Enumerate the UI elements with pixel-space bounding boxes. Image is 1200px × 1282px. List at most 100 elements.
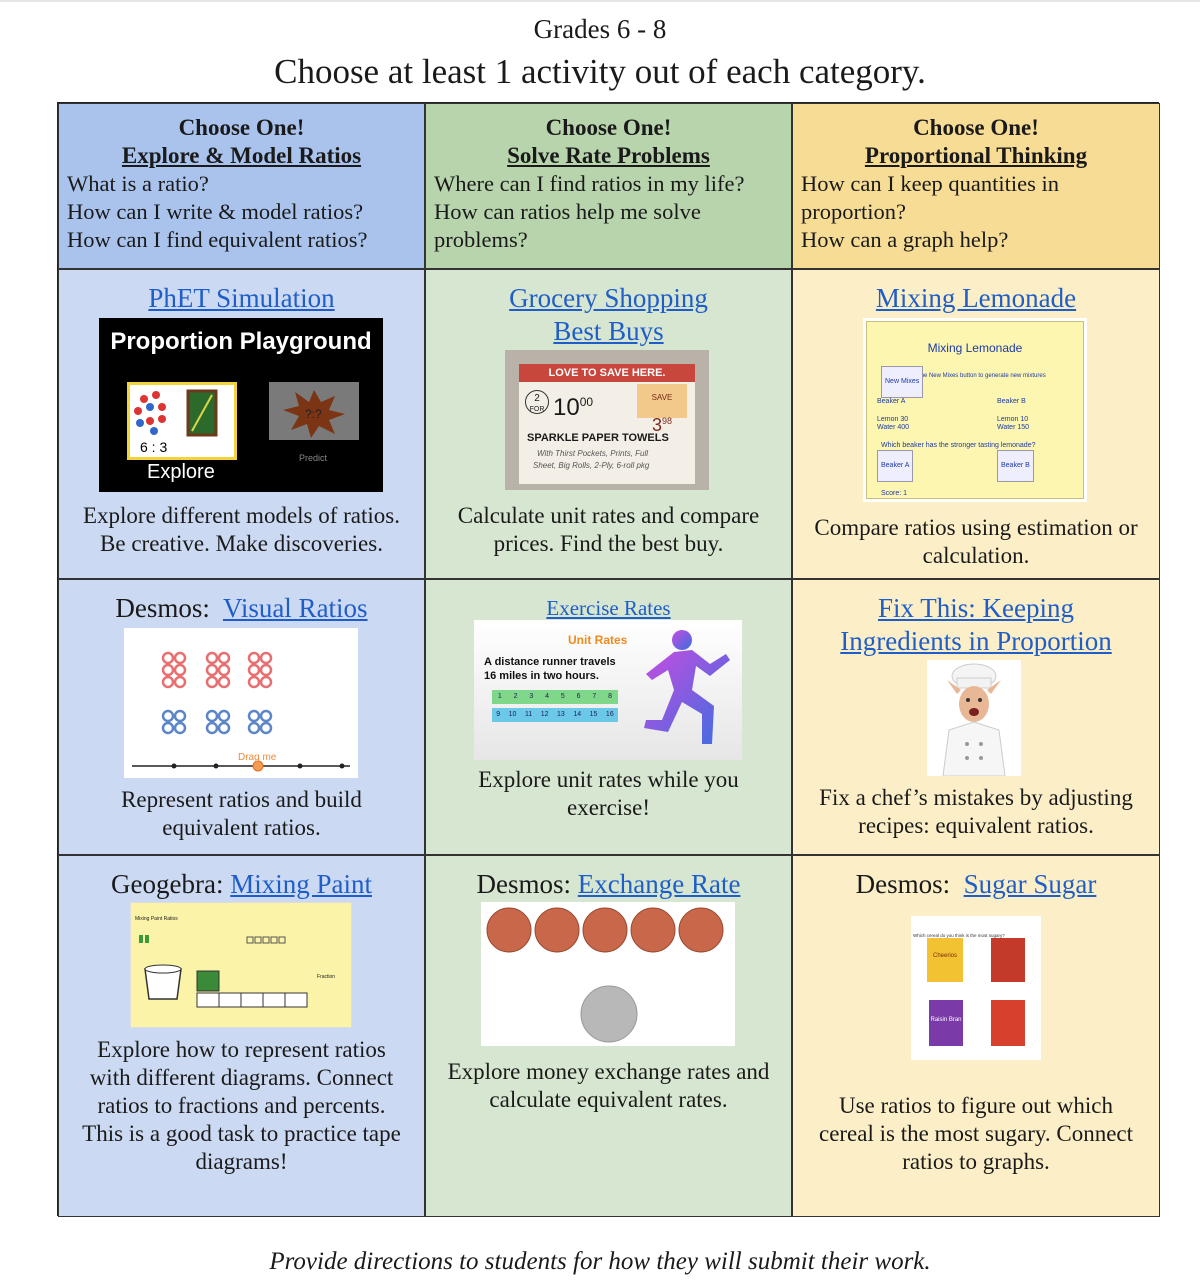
product-name: SPARKLE PAPER TOWELS bbox=[527, 432, 669, 444]
choose-one-label: Choose One! bbox=[913, 115, 1039, 140]
question: How can I keep quantities in bbox=[801, 171, 1060, 196]
exchange-desc-line: calculate equivalent rates. bbox=[489, 1087, 728, 1112]
exchange-prefix: Desmos: bbox=[476, 869, 578, 899]
paint-desc-line: with different diagrams. Connect bbox=[89, 1065, 394, 1090]
question: Where can I find ratios in my life? bbox=[434, 171, 745, 196]
unit-rates-title: Unit Rates bbox=[568, 633, 628, 647]
runner-text: 16 miles in two hours. bbox=[484, 670, 599, 682]
top-divider bbox=[0, 0, 1200, 2]
exchange-thumbnail[interactable] bbox=[481, 902, 735, 1046]
runner-icon bbox=[644, 630, 730, 744]
activity-fix-this: Fix This: Keeping Ingredients in Proport… bbox=[792, 579, 1160, 855]
sugar-thumbnail[interactable]: Which cereal do you think is the most su… bbox=[911, 916, 1041, 1060]
mixing-paint-link[interactable]: Mixing Paint bbox=[230, 869, 372, 899]
activity-exchange-rate: Desmos: Exchange Rate Explore money exch… bbox=[425, 855, 792, 1217]
price-banner: LOVE TO SAVE HERE. bbox=[519, 364, 695, 382]
question: proportion? bbox=[801, 199, 906, 224]
beaker-a-label: Beaker A bbox=[877, 398, 906, 405]
question: How can I write & model ratios? bbox=[67, 199, 364, 224]
choose-one-label: Choose One! bbox=[545, 115, 672, 140]
category-title: Explore & Model Ratios bbox=[121, 143, 362, 168]
activity-sugar-sugar: Desmos: Sugar Sugar Which cereal do you … bbox=[792, 855, 1160, 1217]
qty-for: FOR bbox=[529, 406, 545, 413]
sale-price: 1000 bbox=[553, 388, 593, 422]
fix-this-desc-line: Fix a chef’s mistakes by adjusting bbox=[819, 785, 1133, 810]
paint-panel-title: Mixing Paint Ratios bbox=[135, 916, 178, 922]
chef-photo[interactable] bbox=[927, 660, 1021, 776]
beaker-b-label: Beaker B bbox=[997, 398, 1026, 405]
fraction-checkbox-label: Fraction bbox=[317, 974, 336, 980]
strip-number: 5 bbox=[560, 693, 565, 700]
column-header-proportional: Choose One! Proportional Thinking How ca… bbox=[792, 103, 1160, 269]
visual-ratios-thumbnail[interactable]: Drag me bbox=[124, 628, 358, 778]
phet-image-title: Proportion Playground bbox=[110, 328, 372, 355]
strip-number: 8 bbox=[608, 693, 613, 700]
exercise-desc-line: Explore unit rates while you bbox=[478, 767, 739, 792]
cheerios-label: Cheerios bbox=[932, 953, 957, 959]
strip-number: 13 bbox=[557, 711, 565, 718]
cereal-box-2 bbox=[991, 938, 1025, 982]
visual-prefix: Desmos: bbox=[115, 593, 223, 623]
grocery-link[interactable]: Grocery Shopping bbox=[509, 283, 708, 313]
beaker-a-water: Water 400 bbox=[877, 424, 910, 431]
lemonade-panel: Mixing Lemonade Click the New Mixes butt… bbox=[866, 321, 1084, 499]
fix-this-link-line2[interactable]: Ingredients in Proportion bbox=[840, 626, 1112, 656]
paint-prefix: Geogebra: bbox=[111, 869, 231, 899]
exchange-rate-link[interactable]: Exchange Rate bbox=[577, 869, 741, 899]
strip-number: 2 bbox=[513, 693, 518, 700]
choice-board: Choose One! Explore & Model Ratios What … bbox=[57, 102, 1160, 1217]
phet-ratio-panel: 6 : 3 bbox=[127, 382, 237, 460]
question: How can ratios help me solve bbox=[434, 199, 701, 224]
sugar-desc-line: ratios to graphs. bbox=[902, 1149, 1050, 1174]
choose-one-label: Choose One! bbox=[178, 115, 305, 140]
predict-panel: ?:? bbox=[269, 382, 359, 440]
lemonade-score: Score: 1 bbox=[881, 490, 908, 497]
phet-thumbnail[interactable]: Proportion Playground 6 : 3 ?:? Predict … bbox=[99, 318, 383, 492]
chef-icon bbox=[942, 663, 1006, 776]
visual-ratios-link[interactable]: Visual Ratios bbox=[222, 593, 368, 623]
raisin-bran-label: Raisin Bran bbox=[930, 1017, 962, 1023]
question: How can a graph help? bbox=[801, 227, 1009, 252]
product-detail: With Thirst Pockets, Prints, Full bbox=[537, 449, 649, 458]
fix-this-link[interactable]: Fix This: Keeping bbox=[877, 593, 1074, 623]
new-mixes-button: New Mixes bbox=[881, 366, 924, 398]
strip-number: 4 bbox=[545, 693, 550, 700]
price-tag: 2 FOR 1000 SAVE 398 SPARKLE PAPER TOWELS… bbox=[519, 382, 695, 484]
exchange-desc-line: Explore money exchange rates and bbox=[447, 1059, 770, 1084]
lemonade-link[interactable]: Mixing Lemonade bbox=[875, 283, 1077, 313]
splat-icon: ?:? bbox=[283, 390, 345, 438]
sugar-sugar-link[interactable]: Sugar Sugar bbox=[963, 869, 1097, 899]
fix-this-desc-line: recipes: equivalent ratios. bbox=[858, 813, 1094, 838]
strip-number: 16 bbox=[605, 711, 614, 718]
footer-note: Provide directions to students for how t… bbox=[269, 1248, 931, 1275]
question: What is a ratio? bbox=[67, 171, 209, 196]
price-tag-photo[interactable]: LOVE TO SAVE HERE. 2 FOR 1000 SAVE 398 S… bbox=[505, 350, 709, 490]
balls-icon bbox=[134, 389, 218, 437]
page-title: Choose at least 1 activity out of each c… bbox=[274, 52, 926, 91]
activity-phet: PhET Simulation Proportion Playground 6 … bbox=[58, 269, 425, 579]
phet-link[interactable]: PhET Simulation bbox=[148, 283, 335, 313]
exercise-rates-link[interactable]: Exercise Rates bbox=[546, 596, 671, 620]
beaker-a-button: Beaker A bbox=[877, 450, 914, 482]
mixing-paint-thumbnail[interactable]: Mixing Paint Ratios Fraction bbox=[130, 902, 352, 1028]
strip-number: 7 bbox=[592, 693, 597, 700]
category-title: Proportional Thinking bbox=[864, 143, 1088, 168]
circle-groups-icon bbox=[132, 651, 350, 772]
drag-me-label: Drag me bbox=[238, 752, 277, 763]
paint-desc-line: This is a good task to practice tape bbox=[82, 1121, 401, 1146]
activity-lemonade: Mixing Lemonade Mixing Lemonade Click th… bbox=[792, 269, 1160, 579]
lemonade-desc-line: Compare ratios using estimation or bbox=[814, 515, 1138, 540]
price-cents: 00 bbox=[579, 395, 594, 409]
svg-text:?:?: ?:? bbox=[305, 407, 322, 421]
qty-circle: 2 FOR bbox=[525, 390, 549, 414]
paint-diagram-icon bbox=[139, 935, 308, 1008]
coins-icon bbox=[486, 907, 724, 1043]
strip-number: 9 bbox=[496, 711, 501, 718]
lemonade-thumbnail[interactable]: Mixing Lemonade Click the New Mixes butt… bbox=[863, 318, 1087, 502]
grocery-link-line2[interactable]: Best Buys bbox=[553, 316, 664, 346]
exercise-thumbnail[interactable]: Unit Rates A distance runner travels 16 … bbox=[474, 620, 742, 760]
cereal-box-raisin: Raisin Bran bbox=[929, 1000, 963, 1046]
lemonade-question: Which beaker has the stronger tasting le… bbox=[881, 442, 1036, 449]
